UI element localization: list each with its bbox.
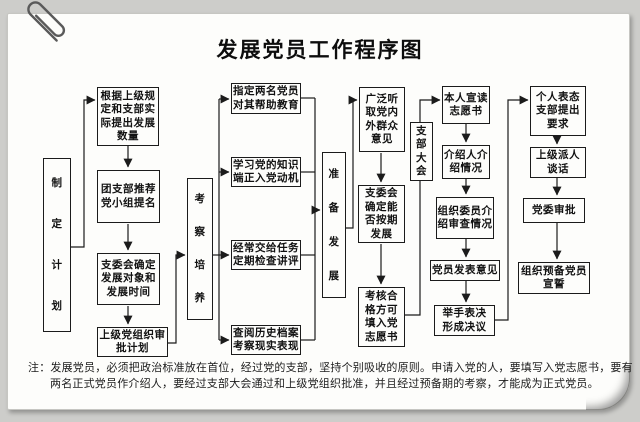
step-personal-statement: 个人表态 支部提出 要求 bbox=[530, 86, 586, 136]
step-committee-review: 组织委员介 绍审查情况 bbox=[436, 197, 494, 239]
stage-make-plan: 制 定 计 划 bbox=[43, 158, 71, 332]
step-helpers: 指定两名党员 对其帮助教育 bbox=[231, 83, 301, 114]
step-knowledge: 学习党的知识 端正入党动机 bbox=[231, 157, 301, 187]
step-tasks: 经常交给任务 定期检查讲评 bbox=[231, 240, 301, 270]
step-approve-plan: 上级党组织审 批计划 bbox=[97, 327, 168, 357]
step-vote: 举手表决 形成决议 bbox=[434, 305, 495, 336]
step-archives: 查阅历史档案 考察现实表现 bbox=[231, 325, 301, 355]
step-application: 考核合 格方可 填入党 志愿书 bbox=[358, 287, 405, 347]
footnote-text: 发展党员，必须把政治标准放在首位，经过党的支部，坚持个别吸收的原则。申请入党的人… bbox=[50, 362, 633, 390]
step-read-application: 本人宣读 志愿书 bbox=[442, 86, 490, 124]
step-opinions: 广泛听 取党内 外群众 意见 bbox=[359, 87, 405, 152]
step-committee-approval: 党委审批 bbox=[523, 198, 585, 223]
stage-branch-meeting: 支 部 大 会 bbox=[410, 122, 433, 181]
footnote: 注：发展党员，必须把政治标准放在首位，经过党的支部，坚持个别吸收的原则。申请入党… bbox=[28, 361, 636, 392]
step-recommend: 团支部推荐 党小组提名 bbox=[97, 170, 160, 223]
step-introducers: 介绍人介 绍情况 bbox=[442, 145, 490, 179]
step-determine-targets: 支委会确定 发展对象和 发展时间 bbox=[97, 253, 160, 305]
stage-inspect-cultivate: 考 察 培 养 bbox=[187, 178, 213, 320]
paperclip-icon bbox=[27, 1, 66, 42]
footnote-label: 注： bbox=[28, 362, 51, 374]
step-schedule: 支委会 确定能 否按期 发展 bbox=[358, 185, 405, 243]
diagram-title: 发展党员工作程序图 bbox=[216, 39, 424, 62]
step-member-opinions: 党员发表意见 bbox=[430, 260, 500, 281]
step-oath: 组织预备党员 宣誓 bbox=[518, 262, 590, 294]
step-superior-talk: 上级派人 谈话 bbox=[530, 147, 586, 178]
stage-prepare-develop: 准 备 发 展 bbox=[322, 152, 346, 298]
step-quantity: 根据上级规 定和支部实 际提出发展 数量 bbox=[97, 87, 159, 146]
